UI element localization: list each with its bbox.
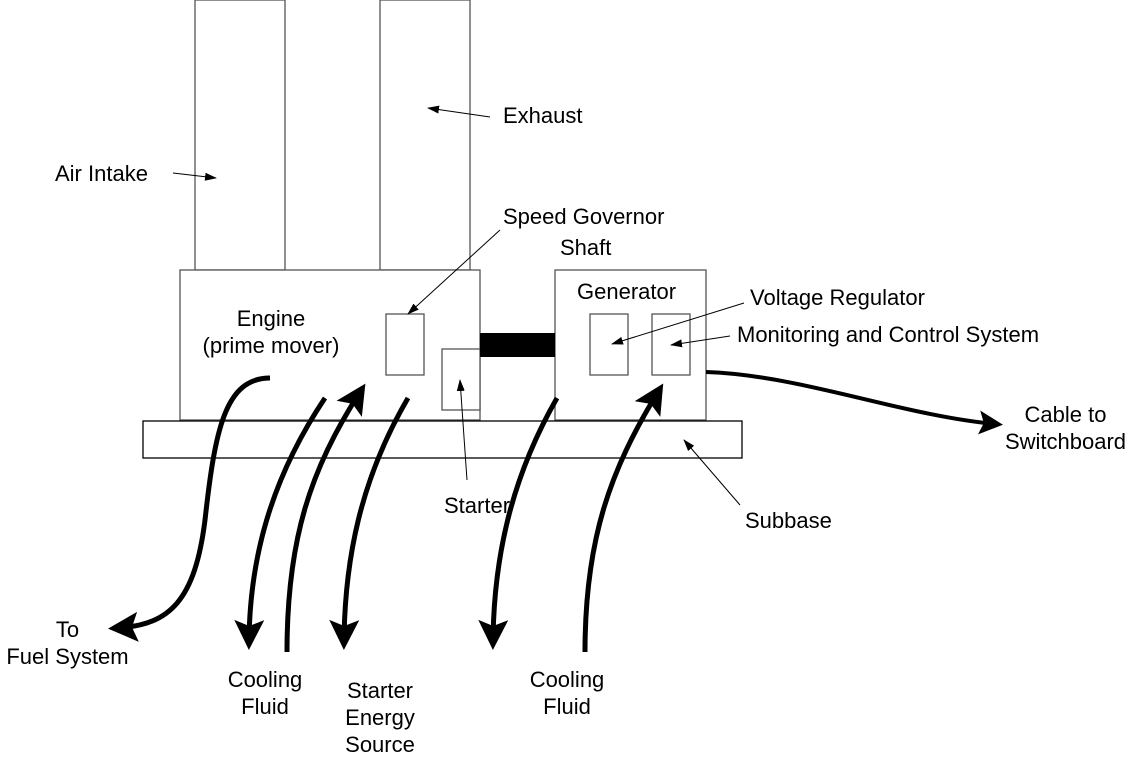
cooling-out-arrow-generator — [478, 396, 560, 650]
shaft-label: Shaft — [560, 235, 612, 260]
cooling-fluid-label-engine: Cooling Fluid — [215, 666, 315, 720]
cooling-fluid-label-generator: Cooling Fluid — [517, 666, 617, 720]
starter-energy-label: Starter Energy Source — [330, 677, 430, 758]
air-intake-leader — [172, 172, 217, 181]
monitoring-label: Monitoring and Control System — [737, 322, 1040, 347]
starter-label: Starter — [444, 493, 511, 518]
cable-arrow — [705, 370, 1003, 435]
cooling-out-arrow-engine — [234, 396, 328, 650]
voltage-regulator-leader — [611, 302, 745, 345]
fuel-line1: To — [55, 617, 80, 642]
air-intake-label: Air Intake — [55, 161, 148, 186]
starter-energy-line1: Starter — [346, 678, 414, 703]
speed-governor-label: Speed Governor — [503, 204, 665, 229]
subbase-label: Subbase — [745, 508, 832, 533]
fuel-line2: Fuel System — [6, 644, 129, 669]
fuel-system-label: To Fuel System — [0, 616, 135, 670]
engine-box — [179, 269, 481, 421]
shaft — [480, 333, 555, 357]
cooling2-line2: Fluid — [543, 694, 591, 719]
engine-line1: Engine — [236, 306, 306, 331]
engine-label: Engine (prime mover) — [196, 305, 346, 359]
starter-energy-line2: Energy — [345, 705, 415, 730]
air-intake-stack — [194, 0, 286, 271]
fuel-arrow — [108, 375, 271, 642]
starter-leader — [456, 379, 468, 481]
voltage-regulator-label: Voltage Regulator — [750, 285, 925, 310]
cooling2-line1: Cooling — [529, 667, 605, 692]
exhaust-stack — [379, 0, 471, 271]
exhaust-leader — [427, 105, 491, 118]
exhaust-label: Exhaust — [503, 103, 583, 128]
voltage-regulator-box — [589, 313, 629, 376]
starter-energy-arrow — [329, 396, 411, 650]
cable-line1: Cable to — [1024, 402, 1107, 427]
speed-governor-leader — [407, 229, 501, 315]
starter-energy-line3: Source — [345, 732, 415, 757]
engine-line2: (prime mover) — [202, 333, 340, 358]
cooling1-line2: Fluid — [241, 694, 289, 719]
speed-governor-box — [385, 313, 425, 376]
cooling1-line1: Cooling — [227, 667, 303, 692]
monitoring-leader — [670, 335, 731, 348]
cable-label: Cable to Switchboard — [1003, 401, 1128, 455]
cooling-in-arrow-engine — [284, 383, 366, 653]
subbase-leader — [683, 439, 741, 506]
cooling-in-arrow-generator — [582, 383, 664, 653]
generator-label: Generator — [577, 279, 677, 304]
cable-line2: Switchboard — [1004, 429, 1127, 454]
subbase — [142, 420, 743, 459]
